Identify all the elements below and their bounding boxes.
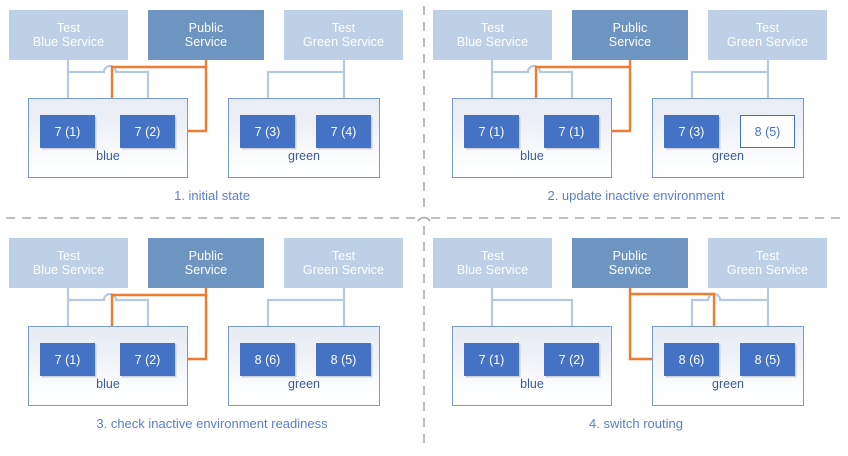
service-label-line1: Test	[755, 20, 780, 35]
service-test-blue[interactable]: Test Blue Service	[433, 238, 552, 288]
service-test-blue[interactable]: Test Blue Service	[9, 10, 128, 60]
environment-label: green	[288, 377, 320, 391]
service-public[interactable]: Public Service	[572, 238, 688, 288]
service-label-line1: Test	[755, 248, 780, 263]
panel-caption: 1. initial state	[174, 188, 250, 203]
environment-label: green	[712, 149, 744, 163]
service-public[interactable]: Public Service	[572, 10, 688, 60]
panel-caption: 2. update inactive environment	[547, 188, 725, 203]
instance-box[interactable]: 7 (3)	[240, 115, 295, 148]
service-label-line2: Green Service	[726, 263, 809, 277]
service-label-line1: Public	[612, 20, 648, 35]
service-label-line2: Service	[608, 263, 652, 277]
instance-box[interactable]: 7 (1)	[464, 343, 519, 376]
service-public[interactable]: Public Service	[148, 238, 264, 288]
environment-label: blue	[520, 377, 544, 391]
instance-box[interactable]: 7 (2)	[120, 343, 175, 376]
instance-box[interactable]: 7 (2)	[544, 343, 599, 376]
service-test-green[interactable]: Test Green Service	[284, 238, 403, 288]
service-label-line2: Green Service	[302, 263, 385, 277]
service-label-line1: Test	[480, 20, 505, 35]
service-label-line1: Test	[331, 248, 356, 263]
service-test-green[interactable]: Test Green Service	[708, 238, 827, 288]
service-test-blue[interactable]: Test Blue Service	[9, 238, 128, 288]
instance-box[interactable]: 7 (2)	[120, 115, 175, 148]
service-label-line1: Test	[480, 248, 505, 263]
environment-label: blue	[96, 377, 120, 391]
service-label-line1: Public	[188, 20, 224, 35]
service-label-line2: Service	[184, 263, 228, 277]
instance-box[interactable]: 8 (6)	[664, 343, 719, 376]
service-label-line1: Test	[331, 20, 356, 35]
service-label-line2: Blue Service	[456, 35, 529, 49]
instance-box[interactable]: 7 (3)	[664, 115, 719, 148]
service-label-line2: Service	[608, 35, 652, 49]
instance-box[interactable]: 7 (1)	[40, 343, 95, 376]
service-label-line2: Green Service	[726, 35, 809, 49]
environment-label: blue	[96, 149, 120, 163]
instance-box[interactable]: 7 (4)	[316, 115, 371, 148]
service-label-line2: Service	[184, 35, 228, 49]
service-public[interactable]: Public Service	[148, 10, 264, 60]
service-label-line2: Blue Service	[32, 263, 105, 277]
environment-label: green	[288, 149, 320, 163]
service-label-line2: Blue Service	[32, 35, 105, 49]
service-label-line1: Test	[56, 20, 81, 35]
service-label-line2: Green Service	[302, 35, 385, 49]
service-test-blue[interactable]: Test Blue Service	[433, 10, 552, 60]
service-label-line1: Public	[188, 248, 224, 263]
environment-label: green	[712, 377, 744, 391]
service-test-green[interactable]: Test Green Service	[284, 10, 403, 60]
service-label-line1: Test	[56, 248, 81, 263]
instance-box[interactable]: 8 (6)	[240, 343, 295, 376]
panel-caption: 4. switch routing	[589, 416, 683, 431]
instance-box[interactable]: 7 (1)	[544, 115, 599, 148]
service-label-line1: Public	[612, 248, 648, 263]
instance-box[interactable]: 7 (1)	[40, 115, 95, 148]
panel-caption: 3. check inactive environment readiness	[96, 416, 328, 431]
instance-box-pending[interactable]: 8 (5)	[740, 115, 795, 148]
instance-box[interactable]: 8 (5)	[316, 343, 371, 376]
instance-box[interactable]: 7 (1)	[464, 115, 519, 148]
environment-label: blue	[520, 149, 544, 163]
service-label-line2: Blue Service	[456, 263, 529, 277]
divider-jump-arc	[417, 216, 431, 222]
instance-box[interactable]: 8 (5)	[740, 343, 795, 376]
service-test-green[interactable]: Test Green Service	[708, 10, 827, 60]
